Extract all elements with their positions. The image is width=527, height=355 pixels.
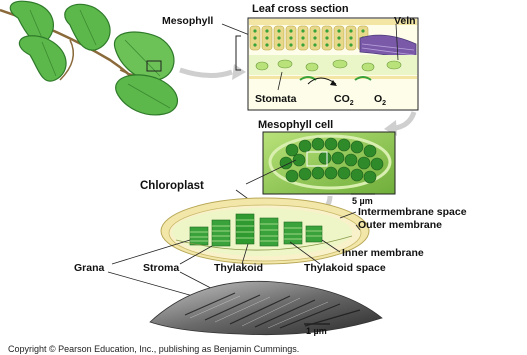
mesophyll-cell-micrograph (263, 132, 395, 194)
mesophyll-cell-title: Mesophyll cell (258, 120, 333, 131)
chloroplast-label: Chloroplast (140, 181, 204, 193)
stomata-label: Stomata (255, 94, 296, 105)
scale-5um-label: 5 µm (352, 197, 373, 206)
inner-membrane-label: Inner membrane (342, 248, 424, 259)
intermembrane-space-label: Intermembrane space (358, 207, 467, 218)
o2-label: O2 (374, 94, 386, 107)
outer-membrane-label: Outer membrane (358, 220, 442, 231)
stroma-label: Stroma (143, 263, 179, 274)
chloroplast-micrograph (150, 281, 382, 334)
leaf-branch-illustration (0, 1, 177, 115)
copyright-footer: Copyright © Pearson Education, Inc., pub… (8, 345, 299, 354)
chloroplast-illustration (161, 198, 369, 264)
leaf-cross-section-title: Leaf cross section (252, 4, 349, 15)
thylakoid-label: Thylakoid (214, 263, 263, 274)
grana-label: Grana (74, 263, 104, 274)
mesophyll-label: Mesophyll (162, 16, 213, 27)
thylakoid-space-label: Thylakoid space (304, 263, 386, 274)
co2-label: CO2 (334, 94, 354, 107)
scale-1um-label: 1 µm (306, 327, 327, 336)
vein-label: Vein (394, 16, 416, 27)
